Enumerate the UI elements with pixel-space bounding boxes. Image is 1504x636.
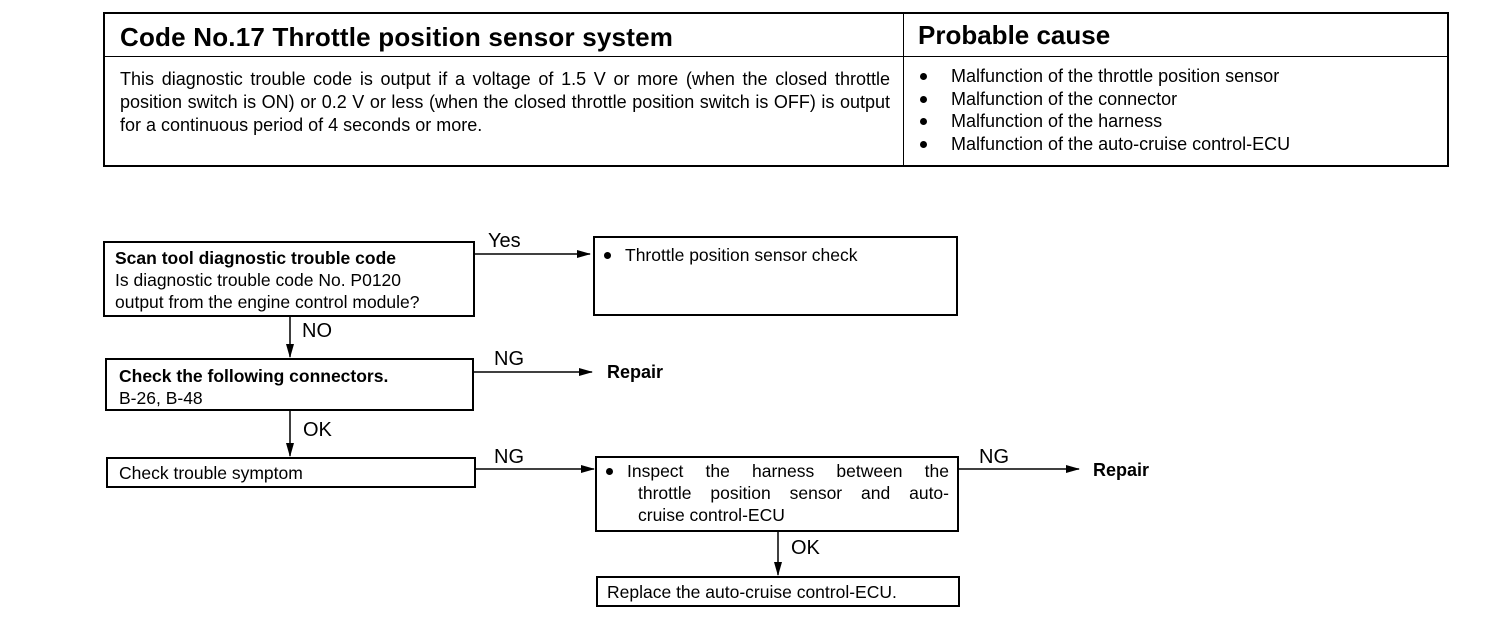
inspect-line2: throttle position sensor and auto- [638,483,949,503]
cause-item: Malfunction of the connector [918,88,1290,111]
label-no: NO [302,320,332,342]
connectors-box: Check the following connectors. B-26, B-… [105,358,474,411]
label-ng-connectors: NG [494,348,524,370]
probable-cause-heading: Probable cause [918,20,1111,50]
inspect-line3: cruise control-ECU [638,505,785,525]
inspect-line1: Inspect the harness between the [597,460,949,482]
table-divider-vertical [903,14,904,165]
label-ng-symptom: NG [494,446,524,468]
scan-tool-question-line2: output from the engine control module? [115,292,420,312]
cause-item: Malfunction of the throttle position sen… [918,65,1290,88]
cause-item: Malfunction of the harness [918,110,1290,133]
repair-label-harness: Repair [1093,460,1150,480]
scan-tool-question-line1: Is diagnostic trouble code No. P0120 [115,270,402,290]
tps-check-text: Throttle position sensor check [595,244,956,266]
label-ng-inspect: NG [979,446,1009,468]
inspect-harness-box: Inspect the harness between the throttle… [595,456,959,532]
code-title: Code No.17 Throttle position sensor syst… [120,22,674,52]
tps-check-box: Throttle position sensor check [593,236,958,316]
scan-tool-title: Scan tool diagnostic trouble code [115,248,396,268]
code-description: This diagnostic trouble code is output i… [120,69,890,135]
connectors-title: Check the following connectors. [119,366,389,386]
label-ok-connectors: OK [303,419,332,441]
scan-tool-box: Scan tool diagnostic trouble code Is dia… [103,241,475,317]
table-divider-horizontal [105,56,1447,57]
symptom-text: Check trouble symptom [119,463,303,483]
probable-cause-list: Malfunction of the throttle position sen… [918,65,1290,155]
label-ok-inspect: OK [791,537,820,559]
cause-item: Malfunction of the auto-cruise control-E… [918,133,1290,156]
replace-ecu-text: Replace the auto-cruise control-ECU. [607,582,897,602]
connectors-list: B-26, B-48 [119,388,203,408]
repair-label-connectors: Repair [607,362,664,382]
label-yes: Yes [488,230,521,252]
symptom-box: Check trouble symptom [106,457,476,488]
code-table: Code No.17 Throttle position sensor syst… [103,12,1449,167]
replace-ecu-box: Replace the auto-cruise control-ECU. [596,576,960,607]
